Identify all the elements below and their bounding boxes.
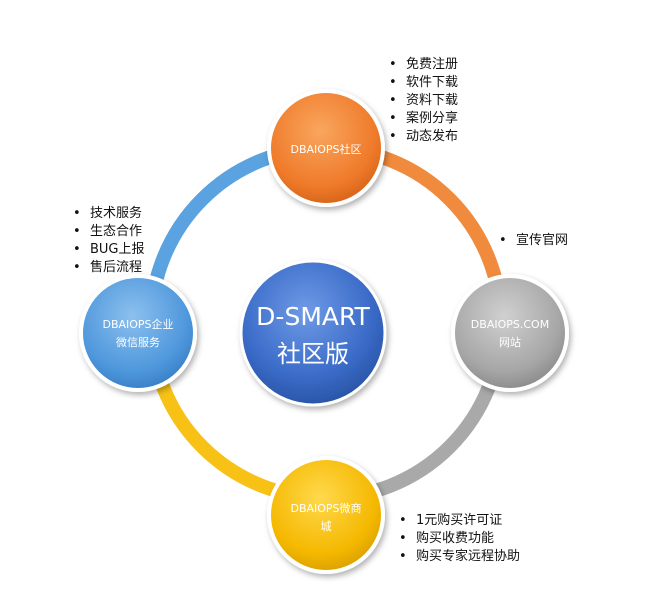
node-wechat-label: DBAIOPS企业 — [102, 317, 173, 331]
list-item: BUG上报 — [70, 241, 145, 259]
list-item: 购买专家远程协助 — [396, 548, 520, 566]
node-shop-label: DBAIOPS微商 — [290, 501, 361, 515]
list-item: 生态合作 — [70, 223, 145, 241]
node-website-label: DBAIOPS.COM — [471, 318, 549, 331]
center-title: D-SMART — [256, 302, 370, 331]
node-wechat-label-2: 微信服务 — [116, 335, 160, 349]
node-community: DBAIOPS社区 — [267, 89, 385, 207]
shop-features-list: 1元购买许可证购买收费功能购买专家远程协助 — [396, 512, 520, 566]
center-node: D-SMART 社区版 — [239, 259, 387, 407]
center-subtitle: 社区版 — [277, 340, 349, 368]
node-website-label-2: 网站 — [499, 335, 521, 349]
wechat-features-list: 技术服务生态合作BUG上报售后流程 — [70, 205, 145, 277]
node-website: DBAIOPS.COM 网站 — [451, 274, 569, 392]
community-features-list: 免费注册软件下载资料下载案例分享动态发布 — [386, 56, 458, 146]
list-item: 资料下载 — [386, 92, 458, 110]
list-item: 免费注册 — [386, 56, 458, 74]
list-item: 购买收费功能 — [396, 530, 520, 548]
list-item: 动态发布 — [386, 128, 458, 146]
node-community-label: DBAIOPS社区 — [290, 142, 361, 156]
list-item: 1元购买许可证 — [396, 512, 520, 530]
node-shop: DBAIOPS微商 城 — [267, 456, 385, 574]
list-item: 案例分享 — [386, 110, 458, 128]
list-item: 技术服务 — [70, 205, 145, 223]
node-shop-label-2: 城 — [321, 520, 332, 533]
list-item: 售后流程 — [70, 259, 145, 277]
website-features-list: 宣传官网 — [496, 232, 568, 250]
list-item: 宣传官网 — [496, 232, 568, 250]
node-wechat: DBAIOPS企业 微信服务 — [79, 274, 197, 392]
list-item: 软件下载 — [386, 74, 458, 92]
